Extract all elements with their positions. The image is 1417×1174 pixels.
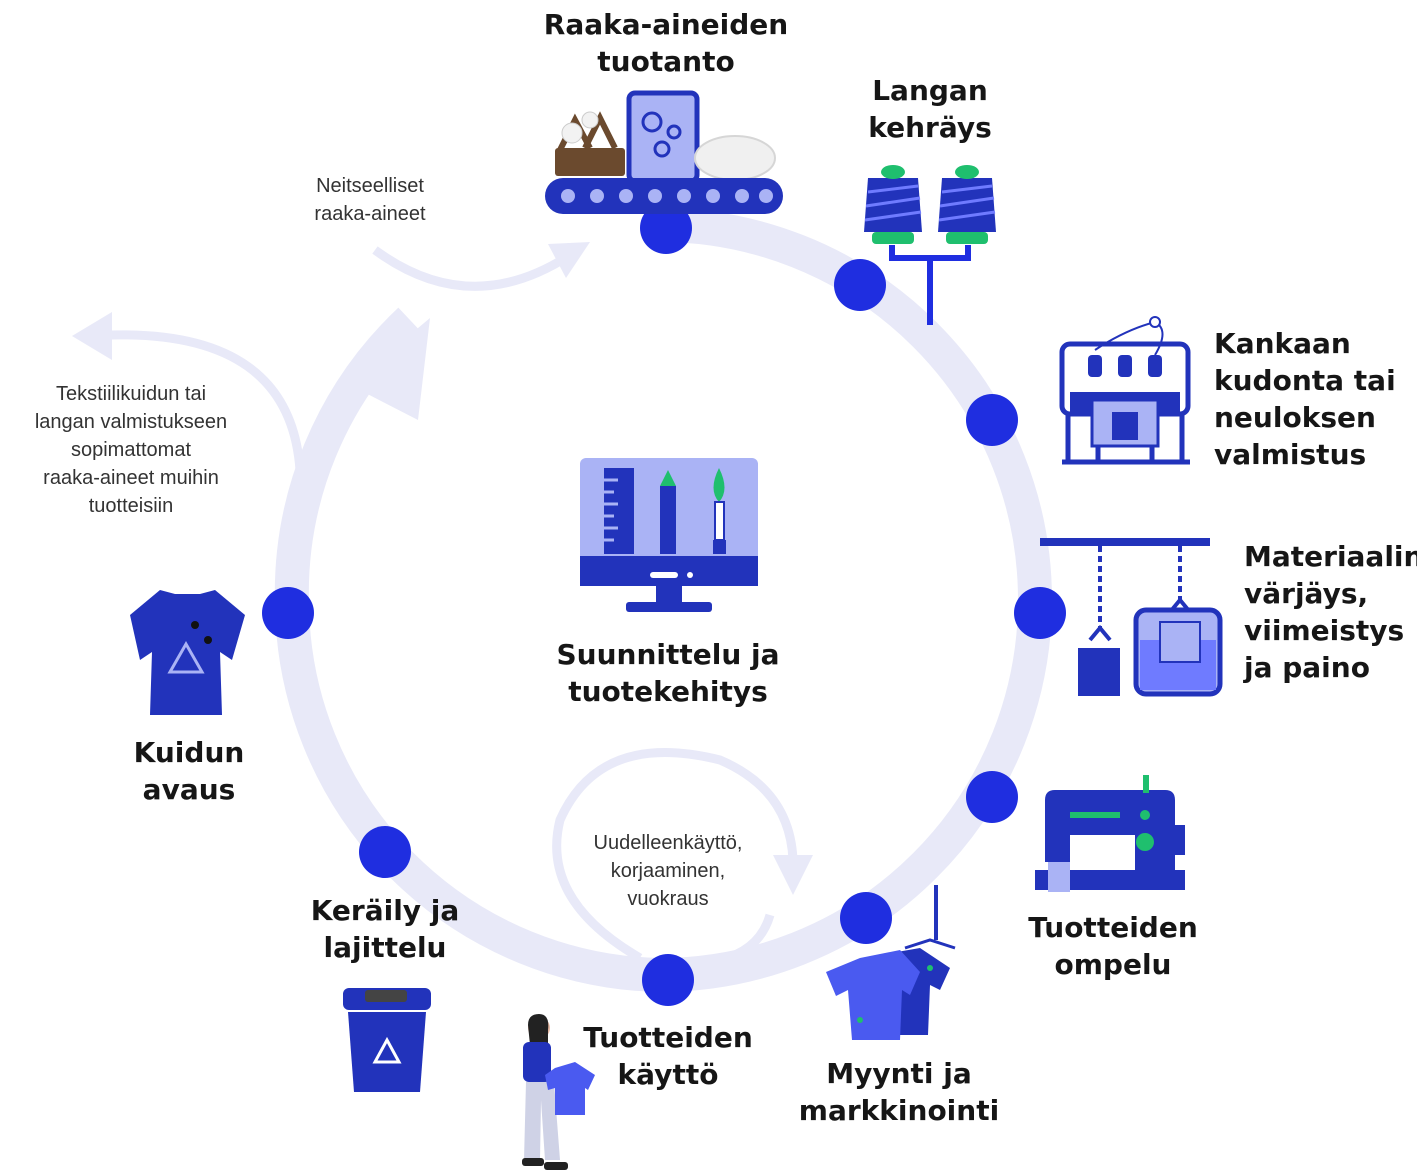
- yarn-spool-icon: [864, 165, 996, 325]
- node-dyeing: [1014, 587, 1066, 639]
- stage-label-sewing: Tuotteiden ompelu: [1028, 911, 1198, 981]
- sewing-machine-icon: [1035, 775, 1185, 892]
- note-other-products: Tekstiilikuidun tai langan valmistukseen…: [34, 383, 228, 517]
- stage-label-spinning: Langan kehräys: [868, 74, 992, 144]
- stage-label-fiber-opening: Kuidun avaus: [133, 736, 245, 806]
- loom-icon: [1059, 316, 1191, 465]
- node-use: [642, 954, 694, 1006]
- design-monitor-icon: [580, 458, 758, 612]
- node-sales: [840, 892, 892, 944]
- stage-label-collection: Keräily ja lajittelu: [310, 894, 460, 964]
- center-label-design: Suunnittelu ja tuotekehitys: [556, 638, 780, 708]
- node-spinning: [834, 259, 886, 311]
- recycle-bin-icon: [343, 988, 431, 1092]
- node-fiber-opening: [262, 587, 314, 639]
- stage-label-weaving: Kankaan kudonta tai neuloksen valmistus: [1214, 327, 1396, 471]
- stage-label-sales: Myynti ja markkinointi: [798, 1057, 1000, 1127]
- node-collection: [359, 826, 411, 878]
- stage-label-use: Tuotteiden käyttö: [583, 1021, 753, 1091]
- stage-nodes: [262, 202, 1066, 1006]
- other-products-arrow: [72, 312, 305, 471]
- dye-tank-icon: [1040, 538, 1223, 697]
- conveyor-machine-icon: [545, 90, 783, 214]
- virgin-material-arrow: [372, 242, 590, 291]
- reuse-loop-arrow: [552, 748, 813, 965]
- stage-label-dyeing: Materiaalin värjäys, viimeistys ja paino: [1244, 540, 1417, 684]
- ring-arrowhead: [350, 318, 430, 420]
- node-weaving: [966, 394, 1018, 446]
- shirts-hanger-icon: [826, 885, 956, 1040]
- note-virgin-materials: Neitseelliset raaka-aineet: [314, 175, 426, 225]
- recycled-shirt-icon: [130, 590, 245, 715]
- person-shirt-icon: [522, 1014, 595, 1170]
- note-reuse: Uudelleenkäyttö, korjaaminen, vuokraus: [593, 832, 743, 910]
- node-sewing: [966, 771, 1018, 823]
- node-raw-materials: [640, 202, 692, 254]
- stage-label-raw-materials: Raaka-aineiden tuotanto: [543, 8, 789, 78]
